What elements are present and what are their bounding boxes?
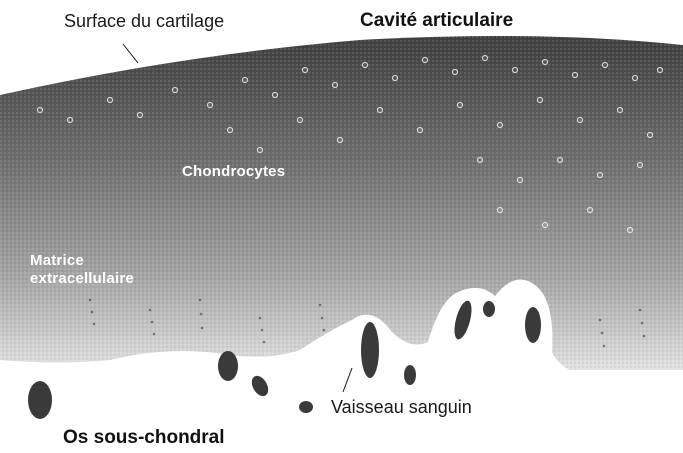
matrix-label-line2: extracellulaire — [30, 270, 134, 287]
blood-vessel — [299, 401, 313, 413]
blood-vessel — [218, 351, 238, 381]
surface-leader-line — [123, 44, 138, 63]
matrix-label-line1: Matrice — [30, 252, 84, 269]
blood-vessel — [404, 365, 416, 385]
subchondral-bone-label: Os sous-chondral — [63, 427, 225, 449]
blood-vessel — [525, 307, 541, 343]
cartilage-surface-label: Surface du cartilage — [64, 11, 224, 32]
blood-vessel — [361, 322, 379, 378]
blood-vessel — [483, 301, 495, 317]
chondrocytes-label: Chondrocytes — [182, 163, 285, 180]
joint-cavity-label: Cavité articulaire — [360, 10, 513, 32]
blood-vessel — [28, 381, 52, 419]
blood-vessel-label: Vaisseau sanguin — [331, 397, 472, 418]
